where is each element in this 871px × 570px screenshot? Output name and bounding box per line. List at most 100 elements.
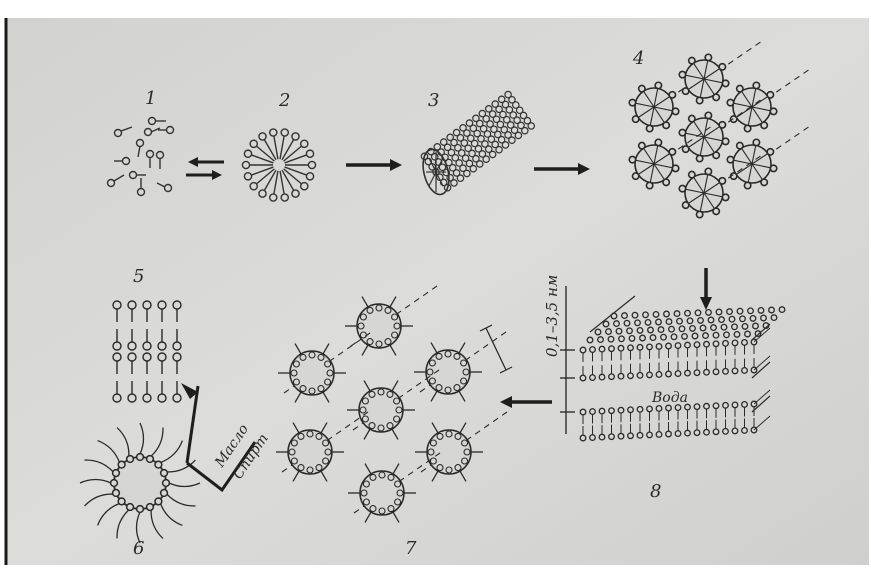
- channel-head: [307, 467, 313, 473]
- surface-head: [719, 317, 725, 323]
- hex-head: [722, 80, 728, 86]
- channel-head: [360, 407, 366, 413]
- channel-head: [392, 332, 398, 338]
- reverse-micelle-head: [161, 470, 168, 477]
- surface-head: [674, 311, 680, 317]
- channel-head: [455, 433, 461, 439]
- surface-head: [748, 308, 754, 314]
- bilayer-head: [637, 407, 643, 413]
- surface-head: [732, 324, 738, 330]
- hex-head: [689, 171, 695, 177]
- reverse-micelle-head: [127, 456, 134, 463]
- surface-head: [587, 337, 593, 343]
- reverse-micelle-head: [161, 490, 168, 497]
- bilayer-head: [590, 347, 596, 353]
- channel-head: [388, 506, 394, 512]
- surface-head: [700, 325, 706, 331]
- hex-head: [672, 108, 678, 114]
- channel-head: [427, 369, 433, 375]
- hex-head: [705, 168, 711, 174]
- channel-head: [445, 387, 451, 393]
- surface-head: [677, 318, 683, 324]
- surface-head: [740, 316, 746, 322]
- channel-head: [429, 360, 435, 366]
- surface-head: [624, 320, 630, 326]
- stack-head: [158, 301, 166, 309]
- bilayer-head: [609, 374, 615, 380]
- surface-head: [724, 332, 730, 338]
- channel-head: [307, 431, 313, 437]
- bilayer-head: [628, 433, 634, 439]
- channel-head: [316, 433, 322, 439]
- channel-head: [363, 481, 369, 487]
- surface-head: [753, 323, 759, 329]
- channel-head: [370, 506, 376, 512]
- hex-head: [727, 99, 733, 105]
- surface-head: [603, 321, 609, 327]
- channel-head: [316, 465, 322, 471]
- hex-head: [689, 57, 695, 63]
- surface-head: [721, 324, 727, 330]
- surface-head: [632, 312, 638, 318]
- hex-head: [737, 85, 743, 91]
- hex-head: [719, 64, 725, 70]
- bilayer-head: [685, 430, 691, 436]
- channel-head: [446, 431, 452, 437]
- stack-head: [173, 353, 181, 361]
- channel-head: [369, 423, 375, 429]
- hex-head: [646, 125, 652, 131]
- channel-head: [461, 360, 467, 366]
- surface-head: [727, 309, 733, 315]
- hex-head: [705, 112, 711, 118]
- channel-head: [309, 352, 315, 358]
- hex-head: [696, 211, 702, 217]
- panel-number-7: 7: [405, 538, 417, 559]
- stack-head: [128, 301, 136, 309]
- hex-head: [689, 115, 695, 121]
- channel-head: [397, 490, 403, 496]
- bilayer-head: [609, 434, 615, 440]
- channel-head: [388, 474, 394, 480]
- surface-head: [598, 337, 604, 343]
- surface-head: [648, 327, 654, 333]
- stack-head: [158, 342, 166, 350]
- bilayer-head: [685, 370, 691, 376]
- surface-head: [666, 319, 672, 325]
- hex-head: [719, 122, 725, 128]
- channel-head: [327, 370, 333, 376]
- channel-head: [454, 353, 460, 359]
- bilayer-head: [723, 429, 729, 435]
- channel-head: [436, 385, 442, 391]
- bilayer-head: [666, 405, 672, 411]
- bilayer-head: [732, 368, 738, 374]
- hex-head: [767, 149, 773, 155]
- bilayer-head: [590, 435, 596, 441]
- reverse-micelle-head: [113, 490, 120, 497]
- hex-head: [730, 116, 736, 122]
- channel-head: [396, 407, 402, 413]
- channel-head: [437, 433, 443, 439]
- hex-head: [767, 92, 773, 98]
- bilayer-head: [656, 406, 662, 412]
- bilayer-head: [723, 403, 729, 409]
- surface-head: [637, 328, 643, 334]
- bilayer-head: [590, 409, 596, 415]
- channel-head: [394, 416, 400, 422]
- bilayer-head: [580, 347, 586, 353]
- bilayer-head: [704, 369, 710, 375]
- reverse-micelle-head: [137, 506, 144, 513]
- channel-head: [395, 481, 401, 487]
- channel-head: [367, 307, 373, 313]
- channel-head: [318, 386, 324, 392]
- surface-head: [713, 332, 719, 338]
- surface-head: [703, 333, 709, 339]
- stack-head: [173, 394, 181, 402]
- channel-head: [291, 370, 297, 376]
- bilayer-head: [713, 341, 719, 347]
- bilayer-head: [656, 372, 662, 378]
- channel-head: [370, 474, 376, 480]
- hex-head: [719, 178, 725, 184]
- hex-head: [761, 122, 767, 128]
- channel-head: [289, 449, 295, 455]
- surface-head: [656, 319, 662, 325]
